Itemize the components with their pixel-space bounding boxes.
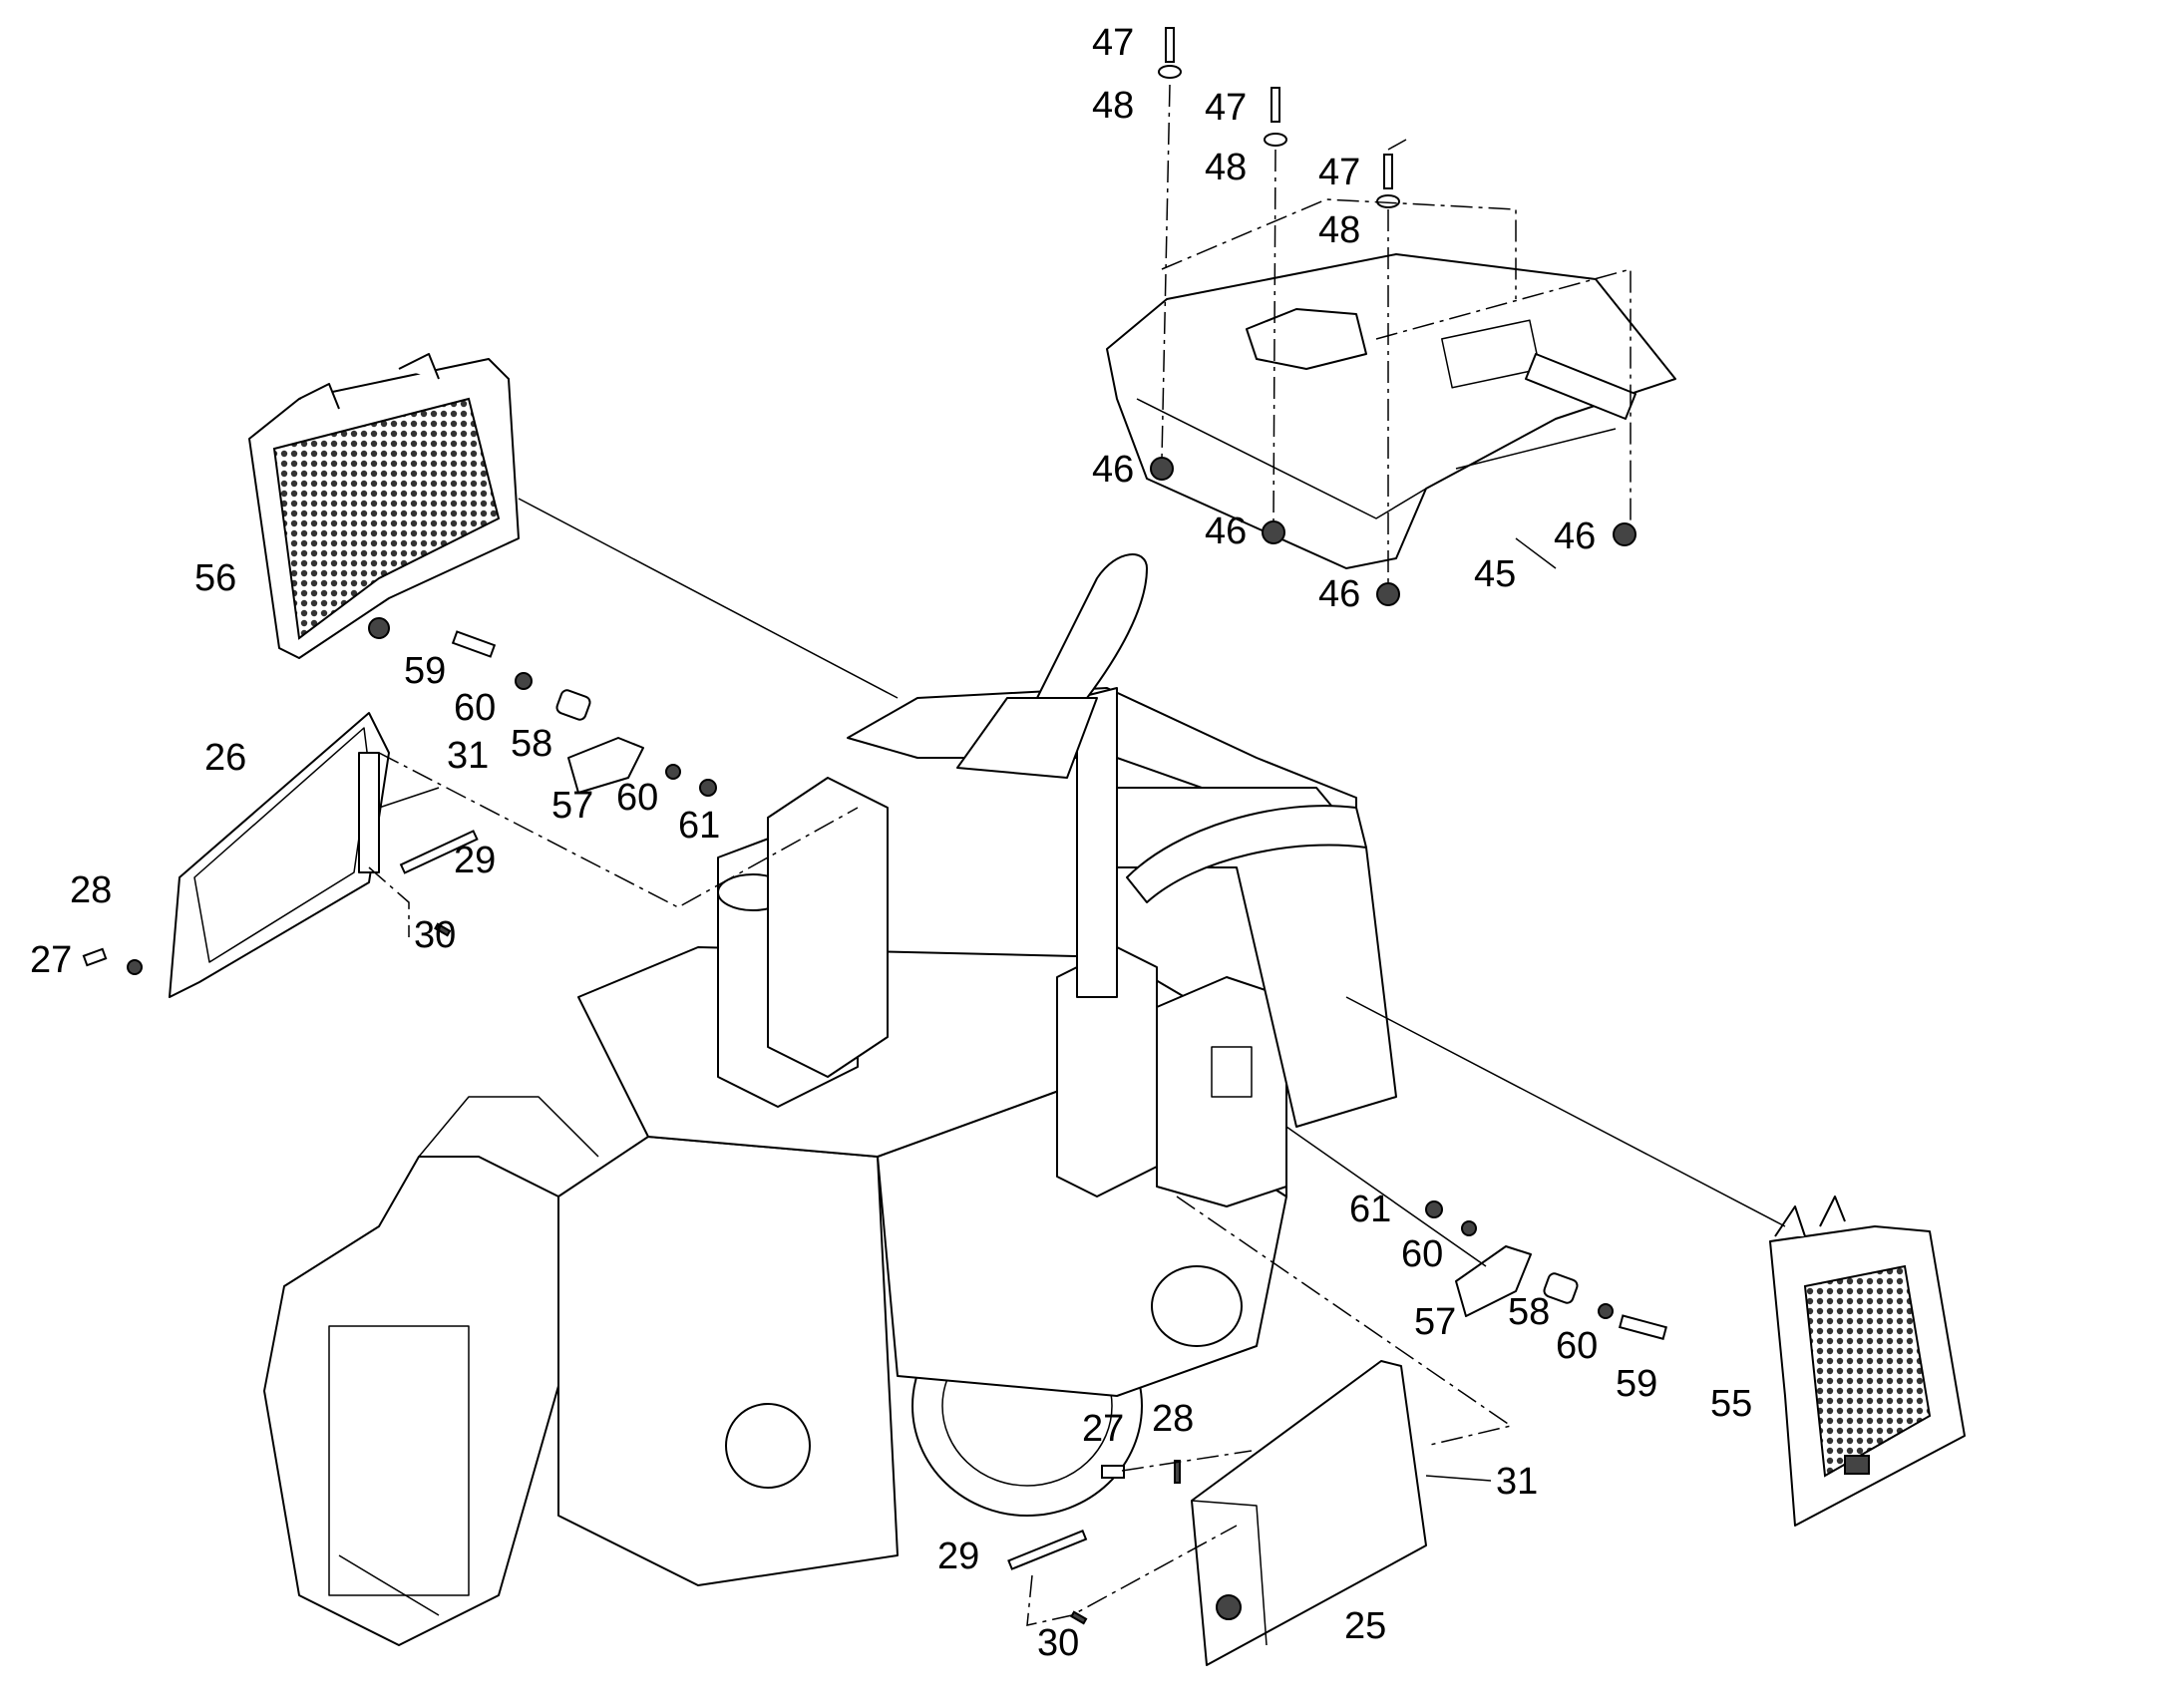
callout-46: 46 bbox=[1318, 573, 1360, 615]
callout-58: 58 bbox=[1508, 1291, 1550, 1333]
callout-47: 47 bbox=[1205, 87, 1247, 129]
leader-lines bbox=[368, 84, 1786, 1626]
callout-29: 29 bbox=[937, 1536, 979, 1577]
callout-59: 59 bbox=[1616, 1363, 1657, 1405]
callout-46: 46 bbox=[1092, 449, 1134, 491]
callout-48: 48 bbox=[1205, 147, 1247, 188]
callout-48: 48 bbox=[1092, 85, 1134, 127]
callout-31: 31 bbox=[447, 735, 489, 777]
callout-27: 27 bbox=[30, 939, 72, 981]
side-panel-25 bbox=[1191, 1360, 1427, 1666]
callout-26: 26 bbox=[204, 737, 246, 779]
callout-59: 59 bbox=[404, 650, 446, 692]
callout-46: 46 bbox=[1554, 515, 1596, 557]
callout-61: 61 bbox=[1349, 1189, 1391, 1230]
callout-60: 60 bbox=[1401, 1233, 1443, 1275]
callout-27: 27 bbox=[1082, 1408, 1124, 1450]
callout-30: 30 bbox=[414, 914, 456, 956]
side-panel-26 bbox=[169, 712, 390, 998]
callout-60: 60 bbox=[1556, 1325, 1598, 1367]
callout-47: 47 bbox=[1092, 22, 1134, 64]
grille-56 bbox=[248, 353, 520, 659]
grille-55 bbox=[1769, 1196, 1966, 1527]
callout-48: 48 bbox=[1318, 209, 1360, 251]
callout-57: 57 bbox=[551, 785, 593, 827]
callout-labels: 47 48 47 48 47 48 46 46 46 46 45 56 59 6… bbox=[30, 22, 1752, 1664]
callout-56: 56 bbox=[194, 557, 236, 599]
callout-61: 61 bbox=[678, 805, 720, 847]
callout-25: 25 bbox=[1344, 1605, 1386, 1647]
machine-frame bbox=[263, 553, 1397, 1646]
callout-55: 55 bbox=[1710, 1383, 1752, 1425]
callout-47: 47 bbox=[1318, 152, 1360, 193]
callout-60: 60 bbox=[454, 687, 496, 729]
callout-60: 60 bbox=[616, 777, 658, 819]
callout-58: 58 bbox=[511, 723, 552, 765]
callout-57: 57 bbox=[1414, 1301, 1456, 1343]
callout-30: 30 bbox=[1037, 1622, 1079, 1664]
callout-46: 46 bbox=[1205, 511, 1247, 552]
callout-31: 31 bbox=[1496, 1461, 1538, 1503]
callout-29: 29 bbox=[454, 840, 496, 881]
callout-45: 45 bbox=[1474, 553, 1516, 595]
top-cover-45 bbox=[1106, 253, 1676, 569]
callout-28: 28 bbox=[1152, 1398, 1194, 1440]
callout-28: 28 bbox=[70, 869, 112, 911]
